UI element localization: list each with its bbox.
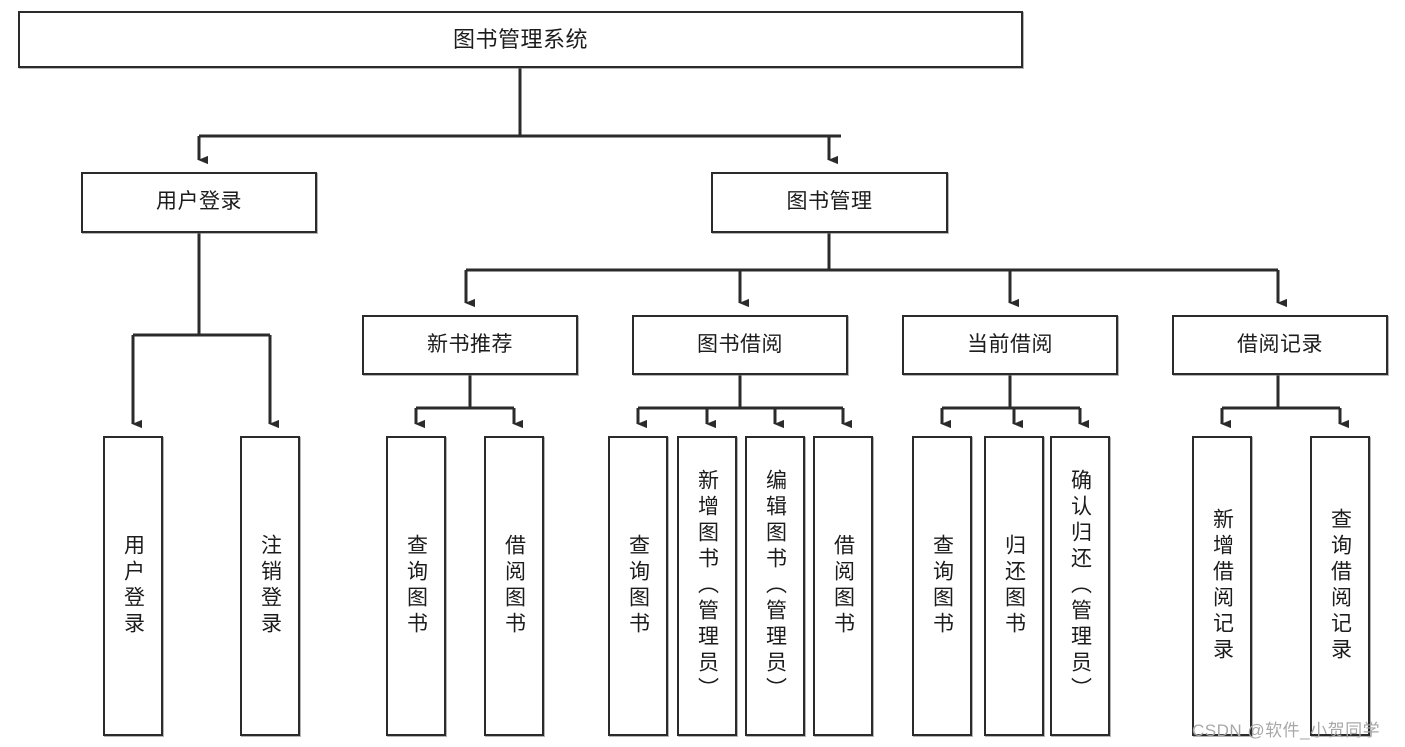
node-label: 图书管理系统 <box>452 26 588 52</box>
leaf-confirm-return-admin[interactable]: 确认归还（管理员） <box>1050 436 1110 736</box>
node-label: 新书推荐 <box>427 332 513 356</box>
node-user-login[interactable]: 用户登录 <box>81 172 317 233</box>
node-label: 查询图书 <box>930 534 954 638</box>
node-label: 借阅记录 <box>1237 332 1323 356</box>
leaf-user-login[interactable]: 用户登录 <box>103 436 163 736</box>
leaf-query-book-borrowing[interactable]: 查询图书 <box>608 436 668 736</box>
node-label: 注销登录 <box>258 534 282 638</box>
node-label: 用户登录 <box>121 534 145 638</box>
csdn-watermark: CSDN @软件_小贺同学 <box>1192 721 1381 740</box>
leaf-borrow-book-recommendation[interactable]: 借阅图书 <box>484 436 544 736</box>
node-label: 借阅图书 <box>502 534 526 638</box>
leaf-query-book-current[interactable]: 查询图书 <box>912 436 972 736</box>
leaf-query-book-recommendation[interactable]: 查询图书 <box>386 436 446 736</box>
leaf-query-borrowing-record[interactable]: 查询借阅记录 <box>1310 436 1370 736</box>
node-label: 确认归还（管理员） <box>1068 469 1092 703</box>
leaf-return-book[interactable]: 归还图书 <box>984 436 1044 736</box>
node-borrowing-record[interactable]: 借阅记录 <box>1172 315 1388 375</box>
leaf-edit-book-admin[interactable]: 编辑图书（管理员） <box>745 436 805 736</box>
node-label: 查询借阅记录 <box>1328 508 1352 664</box>
node-root-system[interactable]: 图书管理系统 <box>18 11 1023 68</box>
leaf-add-borrowing-record[interactable]: 新增借阅记录 <box>1192 436 1252 736</box>
node-label: 查询图书 <box>626 534 650 638</box>
leaf-borrow-book-borrowing[interactable]: 借阅图书 <box>813 436 873 736</box>
node-current-borrowing[interactable]: 当前借阅 <box>902 315 1118 375</box>
node-book-borrowing[interactable]: 图书借阅 <box>632 315 848 375</box>
node-label: 编辑图书（管理员） <box>763 469 787 703</box>
node-label: 图书借阅 <box>697 332 783 356</box>
node-label: 用户登录 <box>156 190 242 214</box>
node-label: 当前借阅 <box>967 332 1053 356</box>
node-label: 新增图书（管理员） <box>695 469 719 703</box>
node-new-book-recommendation[interactable]: 新书推荐 <box>362 315 578 375</box>
node-book-management[interactable]: 图书管理 <box>711 172 948 233</box>
leaf-logout[interactable]: 注销登录 <box>240 436 300 736</box>
node-label: 归还图书 <box>1002 534 1026 638</box>
leaf-add-book-admin[interactable]: 新增图书（管理员） <box>677 436 737 736</box>
node-label: 图书管理 <box>786 190 873 214</box>
node-label: 借阅图书 <box>831 534 855 638</box>
node-label: 查询图书 <box>404 534 428 638</box>
node-label: 新增借阅记录 <box>1210 508 1234 664</box>
